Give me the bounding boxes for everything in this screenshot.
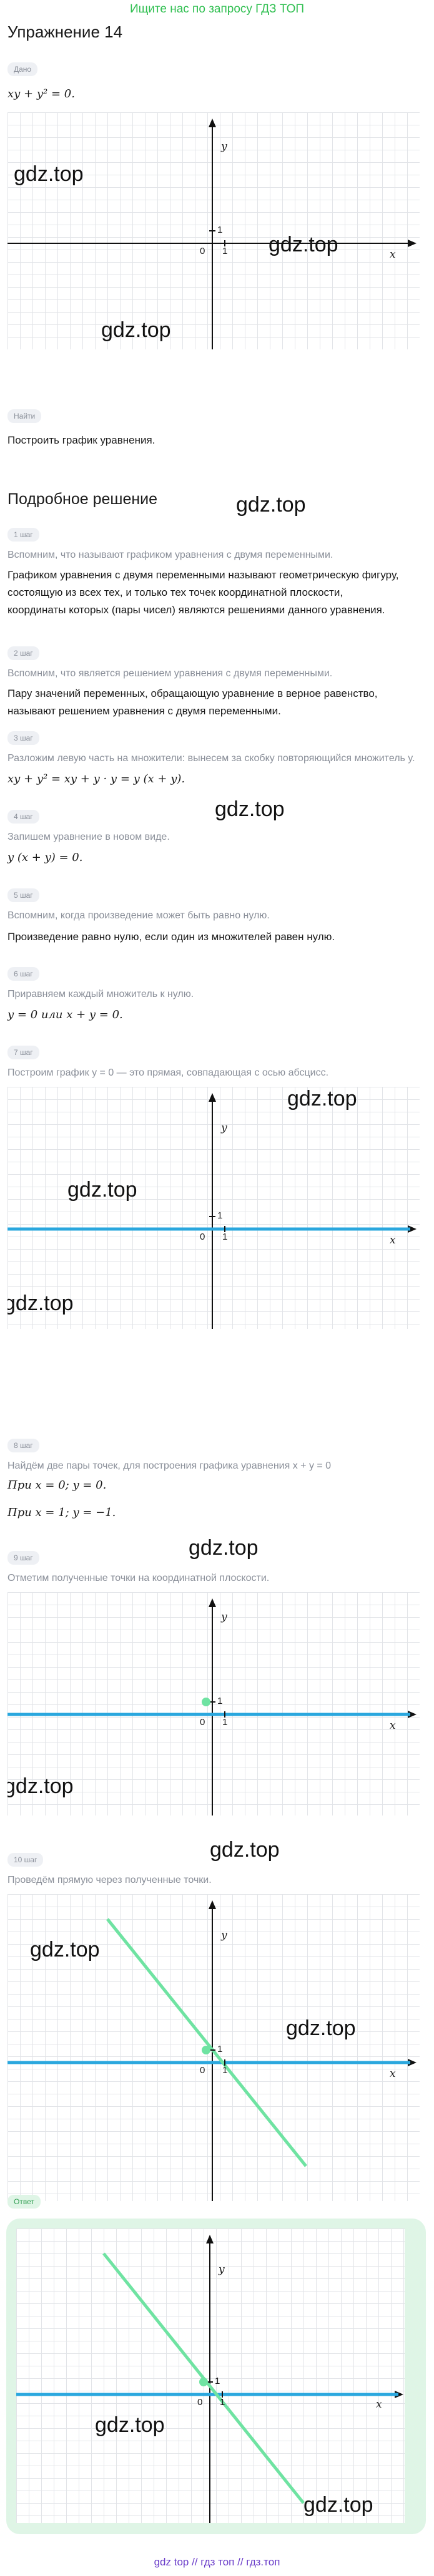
step-5-note: Вспомним, когда произведение может быть … bbox=[7, 910, 270, 921]
watermark: gdz.top bbox=[189, 1536, 259, 1560]
origin-label: 0 bbox=[200, 1717, 205, 1728]
step-9-label: 9 шаг bbox=[7, 1551, 39, 1565]
step-2-text: Пару значений переменных, обращающую ура… bbox=[7, 688, 378, 717]
solution-title: Подробное решение bbox=[7, 490, 158, 508]
x-axis-label: x bbox=[390, 1719, 396, 1732]
coordinate-plane-step-7: y x 0 1 1 gdz.top gdz.top gdz.top bbox=[7, 1087, 420, 1329]
origin-label: 0 bbox=[200, 2065, 205, 2076]
graph-3-svg bbox=[7, 1598, 417, 1815]
point-marker bbox=[199, 2378, 208, 2386]
watermark: gdz.top bbox=[215, 797, 285, 821]
step-3-math: xy + y² = xy + y · y = y (x + y). bbox=[7, 772, 185, 785]
y-unit-label: 1 bbox=[215, 2376, 220, 2386]
find-label: Найти bbox=[7, 409, 42, 423]
exercise-title: Упражнение 14 bbox=[7, 22, 123, 41]
x-axis-label: x bbox=[390, 2068, 396, 2080]
x-axis-label: x bbox=[390, 248, 396, 261]
graph-1-svg bbox=[7, 119, 417, 349]
x-unit-label: 1 bbox=[222, 1232, 228, 1242]
y-axis-label: y bbox=[219, 2263, 225, 2276]
line-x-plus-y-equals-0 bbox=[106, 1918, 307, 2167]
watermark: gdz.top bbox=[7, 1291, 74, 1315]
y-axis-label: y bbox=[221, 1122, 227, 1134]
step-4-note: Запишем уравнение в новом виде. bbox=[7, 832, 170, 842]
step-10-label: 10 шаг bbox=[7, 1853, 44, 1867]
graph-2-svg bbox=[7, 1093, 417, 1329]
point-marker bbox=[202, 1698, 210, 1706]
step-6-math: y = 0 или x + y = 0. bbox=[7, 1008, 123, 1021]
y-unit-label: 1 bbox=[217, 2044, 223, 2054]
step-8-note: Найдём две пары точек, для построения гр… bbox=[7, 1461, 332, 1471]
coordinate-plane-step-10: y x 0 1 1 gdz.top gdz.top bbox=[7, 1894, 420, 2201]
origin-label: 0 bbox=[197, 2397, 203, 2408]
step-2-note: Вспомним, что является решением уравнени… bbox=[7, 668, 333, 679]
answer-label: Ответ bbox=[7, 2195, 41, 2209]
watermark: gdz.top bbox=[14, 162, 84, 186]
step-2-label: 2 шаг bbox=[7, 646, 39, 660]
find-text: Построить график уравнения. bbox=[7, 434, 155, 446]
step-3-note: Разложим левую часть на множители: вынес… bbox=[7, 753, 415, 764]
y-unit-label: 1 bbox=[217, 225, 223, 235]
step-1-label: 1 шаг bbox=[7, 528, 39, 542]
step-7-note: Построим график y = 0 — это прямая, совп… bbox=[7, 1067, 329, 1078]
y-axis-label: y bbox=[221, 1611, 227, 1623]
watermark: gdz.top bbox=[30, 1938, 100, 1961]
x-unit-label: 1 bbox=[220, 2397, 225, 2408]
step-8-label: 8 шаг bbox=[7, 1439, 39, 1452]
watermark: gdz.top bbox=[269, 233, 338, 256]
origin-label: 0 bbox=[200, 1232, 205, 1242]
x-axis-label: x bbox=[390, 1234, 396, 1247]
y-axis-label: y bbox=[221, 1929, 227, 1942]
step-8-line-1: При x = 0; y = 0. bbox=[7, 1479, 107, 1492]
watermark: gdz.top bbox=[101, 318, 171, 342]
point-marker bbox=[202, 2046, 210, 2054]
step-4-math: y (x + y) = 0. bbox=[7, 851, 83, 864]
x-unit-label: 1 bbox=[222, 1717, 228, 1728]
step-10-note: Проведём прямую через полученные точки. bbox=[7, 1875, 212, 1885]
watermark: gdz.top bbox=[303, 2493, 373, 2517]
step-8-line-2: При x = 1; y = −1. bbox=[7, 1506, 116, 1519]
step-5-label: 5 шаг bbox=[7, 888, 39, 902]
given-label: Дано bbox=[7, 62, 38, 76]
given-equation: xy + y² = 0. bbox=[7, 87, 75, 100]
step-9-note: Отметим полученные точки на координатной… bbox=[7, 1573, 270, 1583]
origin-label: 0 bbox=[200, 246, 205, 256]
y-unit-label: 1 bbox=[217, 1696, 223, 1706]
x-unit-label: 1 bbox=[222, 2065, 228, 2076]
step-3-label: 3 шаг bbox=[7, 731, 39, 745]
y-unit-label: 1 bbox=[217, 1210, 223, 1221]
x-unit-label: 1 bbox=[222, 246, 228, 256]
coordinate-plane-step-9: y x 0 1 1 gdz.top bbox=[7, 1592, 420, 1815]
step-1-text: Графиком уравнения с двумя переменными н… bbox=[7, 569, 399, 616]
coordinate-plane-answer: y x 0 1 1 gdz.top gdz.top bbox=[16, 2228, 405, 2523]
graph-5-svg bbox=[16, 2235, 403, 2523]
watermark: gdz.top bbox=[7, 1774, 74, 1798]
watermark: gdz.top bbox=[210, 1838, 280, 1862]
step-1-note: Вспомним, что называют графиком уравнени… bbox=[7, 550, 333, 560]
coordinate-plane-given: y x 0 1 1 gdz.top gdz.top gdz.top bbox=[7, 112, 420, 349]
watermark: gdz.top bbox=[236, 493, 306, 517]
top-search-link[interactable]: Ищите нас по запросу ГДЗ ТОП bbox=[129, 2, 305, 16]
step-5-text: Произведение равно нулю, если один из мн… bbox=[7, 931, 335, 943]
step-7-label: 7 шаг bbox=[7, 1046, 39, 1059]
watermark: gdz.top bbox=[287, 1087, 357, 1111]
watermark: gdz.top bbox=[95, 2413, 165, 2437]
x-axis-label: x bbox=[376, 2398, 382, 2411]
watermark: gdz.top bbox=[67, 1178, 137, 1202]
graph-4-svg bbox=[7, 1900, 417, 2201]
step-6-label: 6 шаг bbox=[7, 967, 39, 981]
footer-links[interactable]: gdz top // гдз топ // гдз.топ bbox=[154, 2556, 280, 2568]
step-6-note: Приравняем каждый множитель к нулю. bbox=[7, 989, 194, 999]
step-4-label: 4 шаг bbox=[7, 810, 39, 824]
y-axis-label: y bbox=[221, 140, 227, 153]
watermark: gdz.top bbox=[286, 2016, 356, 2040]
